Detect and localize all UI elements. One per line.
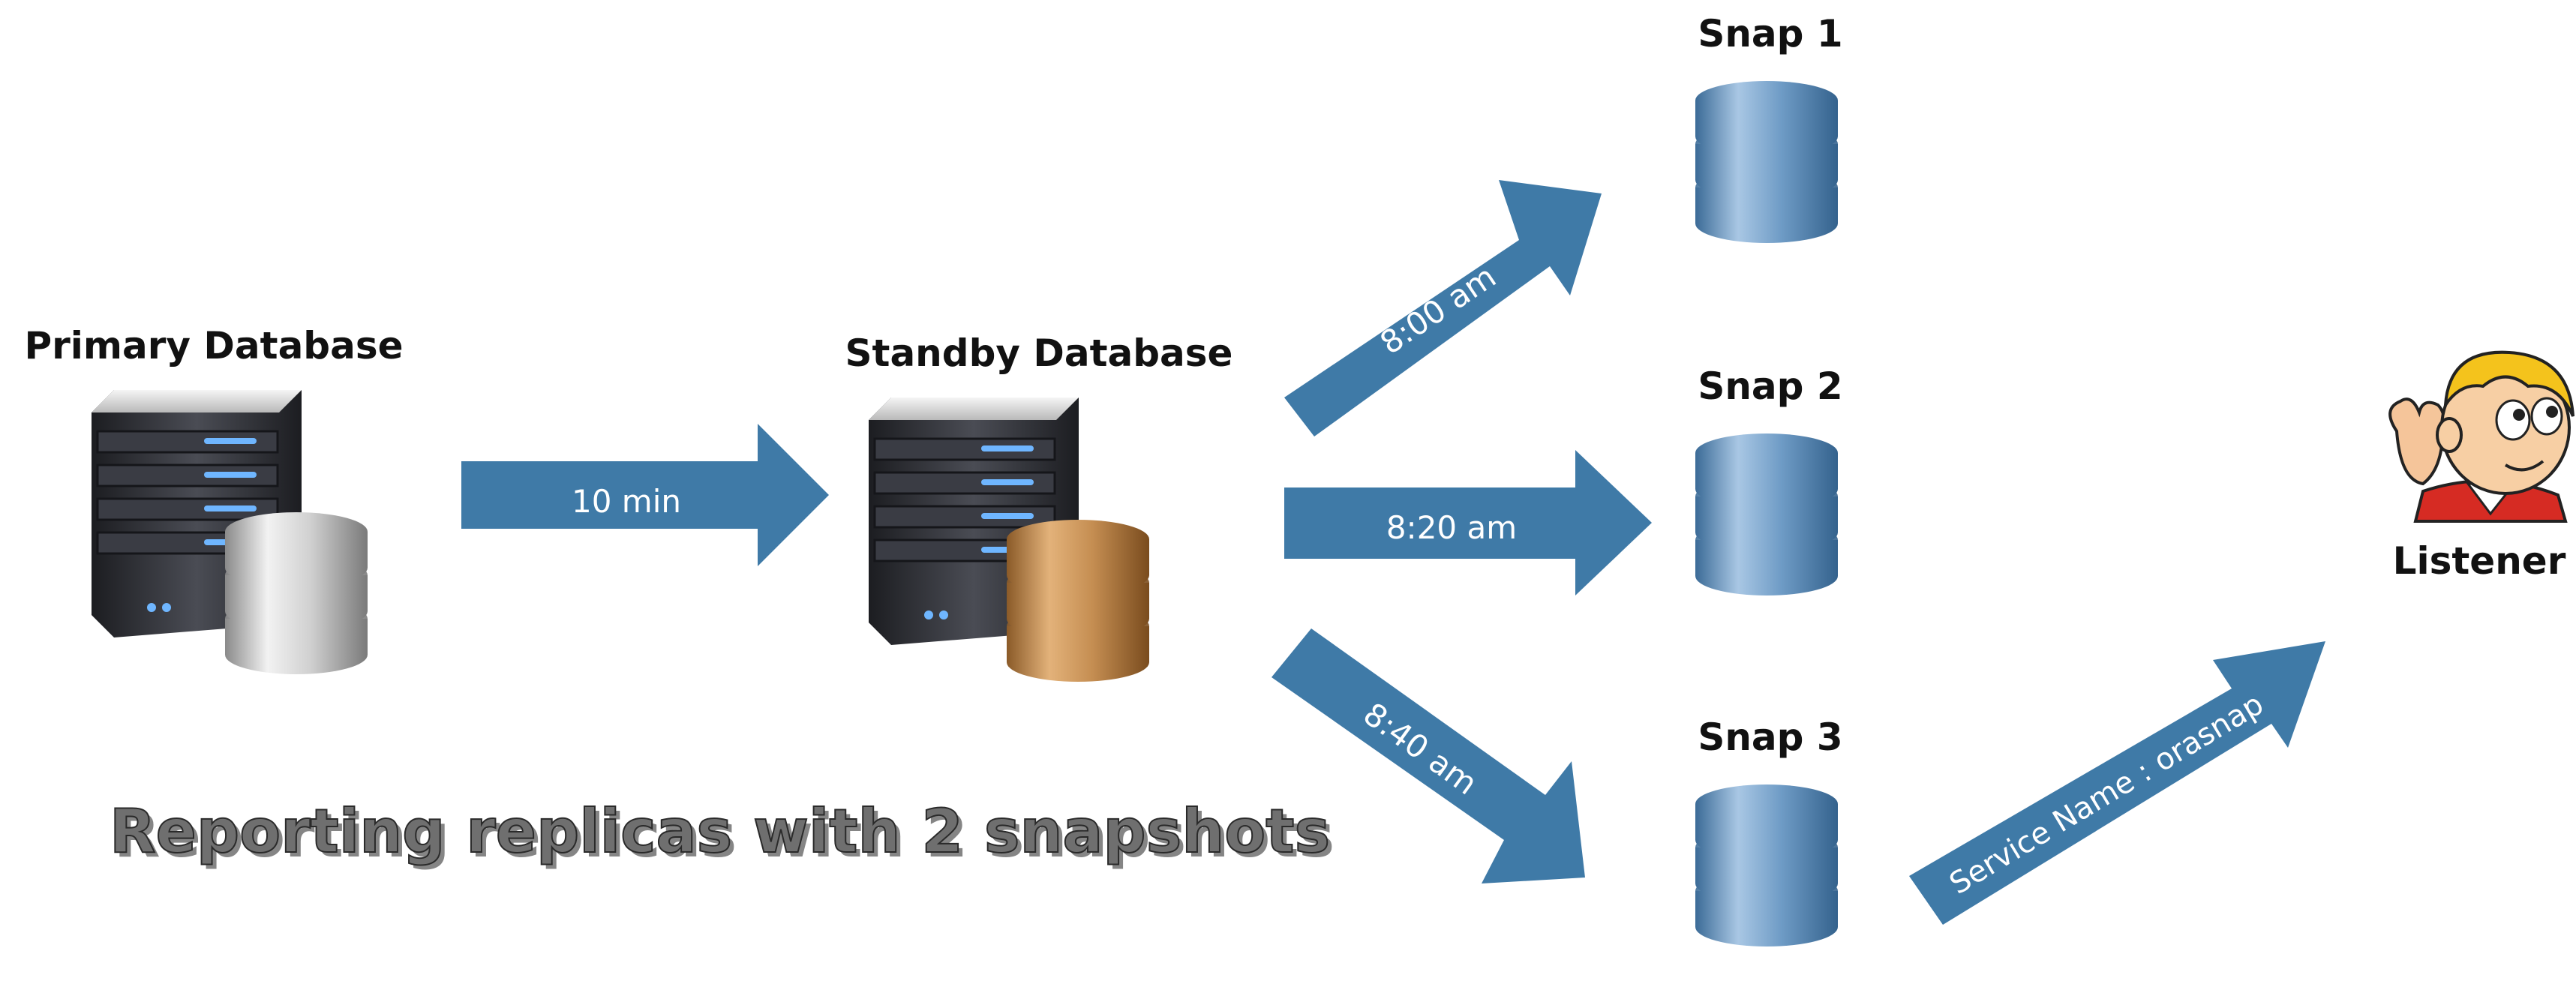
snap-3-label: Snap 3 [1698, 716, 1842, 759]
snap-1-label: Snap 1 [1698, 12, 1842, 56]
snapshot-time-2: 8:20 am [1386, 509, 1517, 546]
diagram-caption: Reporting replicas with 2 snapshots [110, 796, 1330, 866]
listener-arrow: Service Name : orasnap [1909, 641, 2325, 925]
service-name-label: Service Name : orasnap [1944, 687, 2269, 902]
database-icon [225, 512, 368, 674]
database-icon [1695, 81, 1838, 243]
server-icon [92, 390, 302, 638]
listener-label: Listener [2393, 539, 2566, 583]
standby-database-label: Standby Database [845, 332, 1233, 375]
snap-2-label: Snap 2 [1698, 364, 1842, 408]
database-icon [1695, 784, 1838, 946]
database-icon [1695, 434, 1838, 596]
diagram-caption-shadow: Reporting replicas with 2 snapshots [114, 801, 1335, 871]
snapshot-arrow-1: 8:00 am [1284, 180, 1602, 436]
database-icon [1007, 520, 1149, 682]
replication-arrow: 10 min [461, 424, 829, 566]
replication-interval-label: 10 min [572, 483, 681, 520]
cartoon-boy-listener-icon [2388, 350, 2574, 523]
snapshot-arrow-2: 8:20 am [1284, 450, 1652, 596]
primary-database-label: Primary Database [24, 324, 403, 368]
